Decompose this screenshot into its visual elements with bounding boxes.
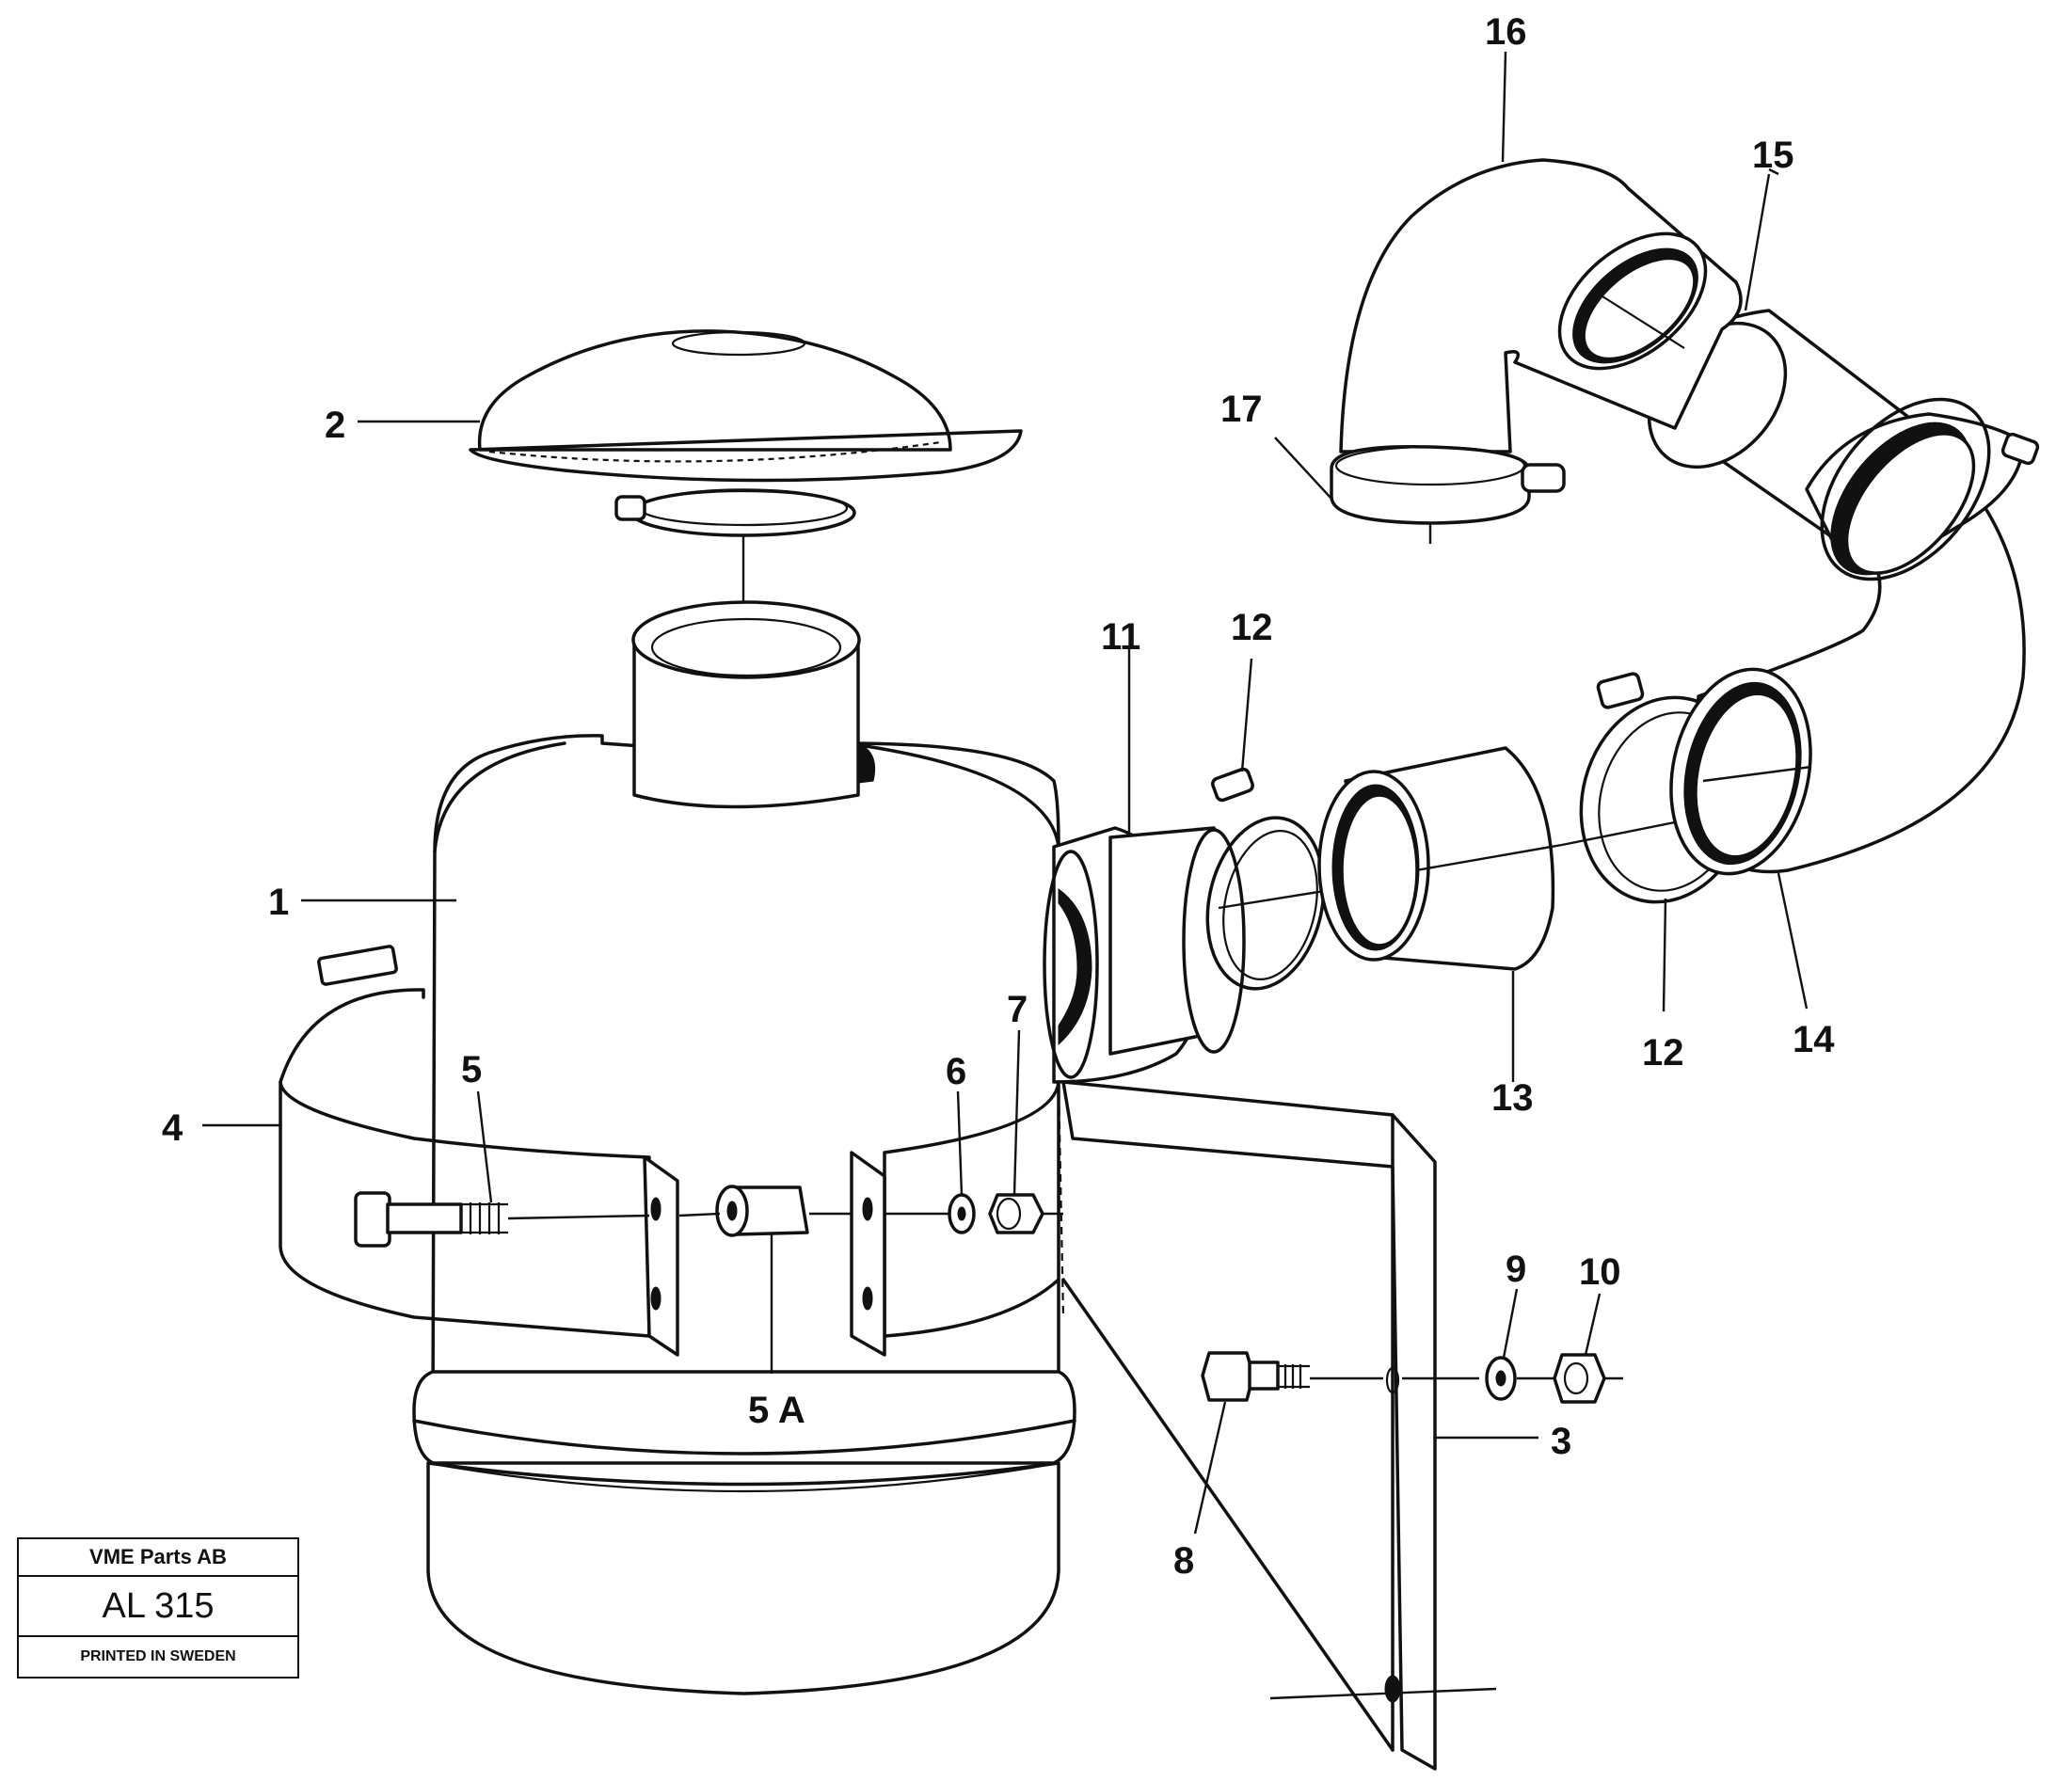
air-cleaner-body — [412, 600, 1207, 1695]
title-block-code: AL 315 — [19, 1577, 297, 1637]
title-block: VME Parts AB AL 315 PRINTED IN SWEDEN — [17, 1537, 299, 1679]
callout-9: 9 — [1506, 1249, 1526, 1290]
callout-16: 16 — [1485, 11, 1527, 53]
callout-12-left: 12 — [1231, 607, 1273, 648]
callout-13: 13 — [1491, 1077, 1534, 1119]
spacer-5a — [678, 1185, 852, 1374]
title-block-company: VME Parts AB — [19, 1539, 297, 1577]
callout-3: 3 — [1551, 1421, 1571, 1462]
callout-11: 11 — [1101, 616, 1140, 658]
hose-sleeve-13 — [1317, 746, 1563, 1082]
title-block-printed: PRINTED IN SWEDEN — [80, 1648, 236, 1664]
hose-clamp-12-left — [1205, 658, 1337, 991]
leader-7 — [1012, 1029, 1021, 1196]
nut-7 — [988, 1193, 1063, 1234]
leader-15 — [1768, 167, 1779, 176]
callout-7: 7 — [1007, 989, 1028, 1030]
hose-clamp-17 — [1274, 437, 1566, 544]
nut-10 — [1517, 1353, 1623, 1404]
elbow-16 — [1339, 51, 1743, 453]
bend-hose-14 — [1669, 469, 2026, 1010]
callout-1: 1 — [268, 882, 289, 923]
leader-9 — [1502, 1288, 1519, 1359]
callout-4: 4 — [162, 1107, 183, 1149]
callout-15: 15 — [1752, 135, 1794, 176]
callout-14: 14 — [1793, 1019, 1835, 1060]
leader-10 — [1584, 1293, 1602, 1356]
leader-5 — [476, 1090, 493, 1203]
callout-5a: 5 A — [748, 1390, 805, 1431]
callout-5: 5 — [461, 1049, 482, 1090]
washer-9 — [1402, 1356, 1517, 1401]
callout-17: 17 — [1220, 389, 1263, 430]
bolt-8 — [1193, 1351, 1383, 1535]
mounting-bracket — [1061, 1080, 1538, 1771]
rain-cap — [469, 329, 1023, 483]
callout-12-right: 12 — [1642, 1032, 1684, 1074]
cap-clamp — [614, 488, 856, 663]
strap-band — [279, 945, 1065, 1357]
hose-11 — [1108, 649, 1246, 1056]
bolt-5 — [354, 1191, 650, 1248]
callout-10: 10 — [1579, 1251, 1621, 1293]
callout-2: 2 — [325, 405, 345, 446]
leader-6 — [956, 1090, 964, 1196]
callout-6: 6 — [946, 1051, 966, 1092]
callout-8: 8 — [1173, 1540, 1194, 1582]
